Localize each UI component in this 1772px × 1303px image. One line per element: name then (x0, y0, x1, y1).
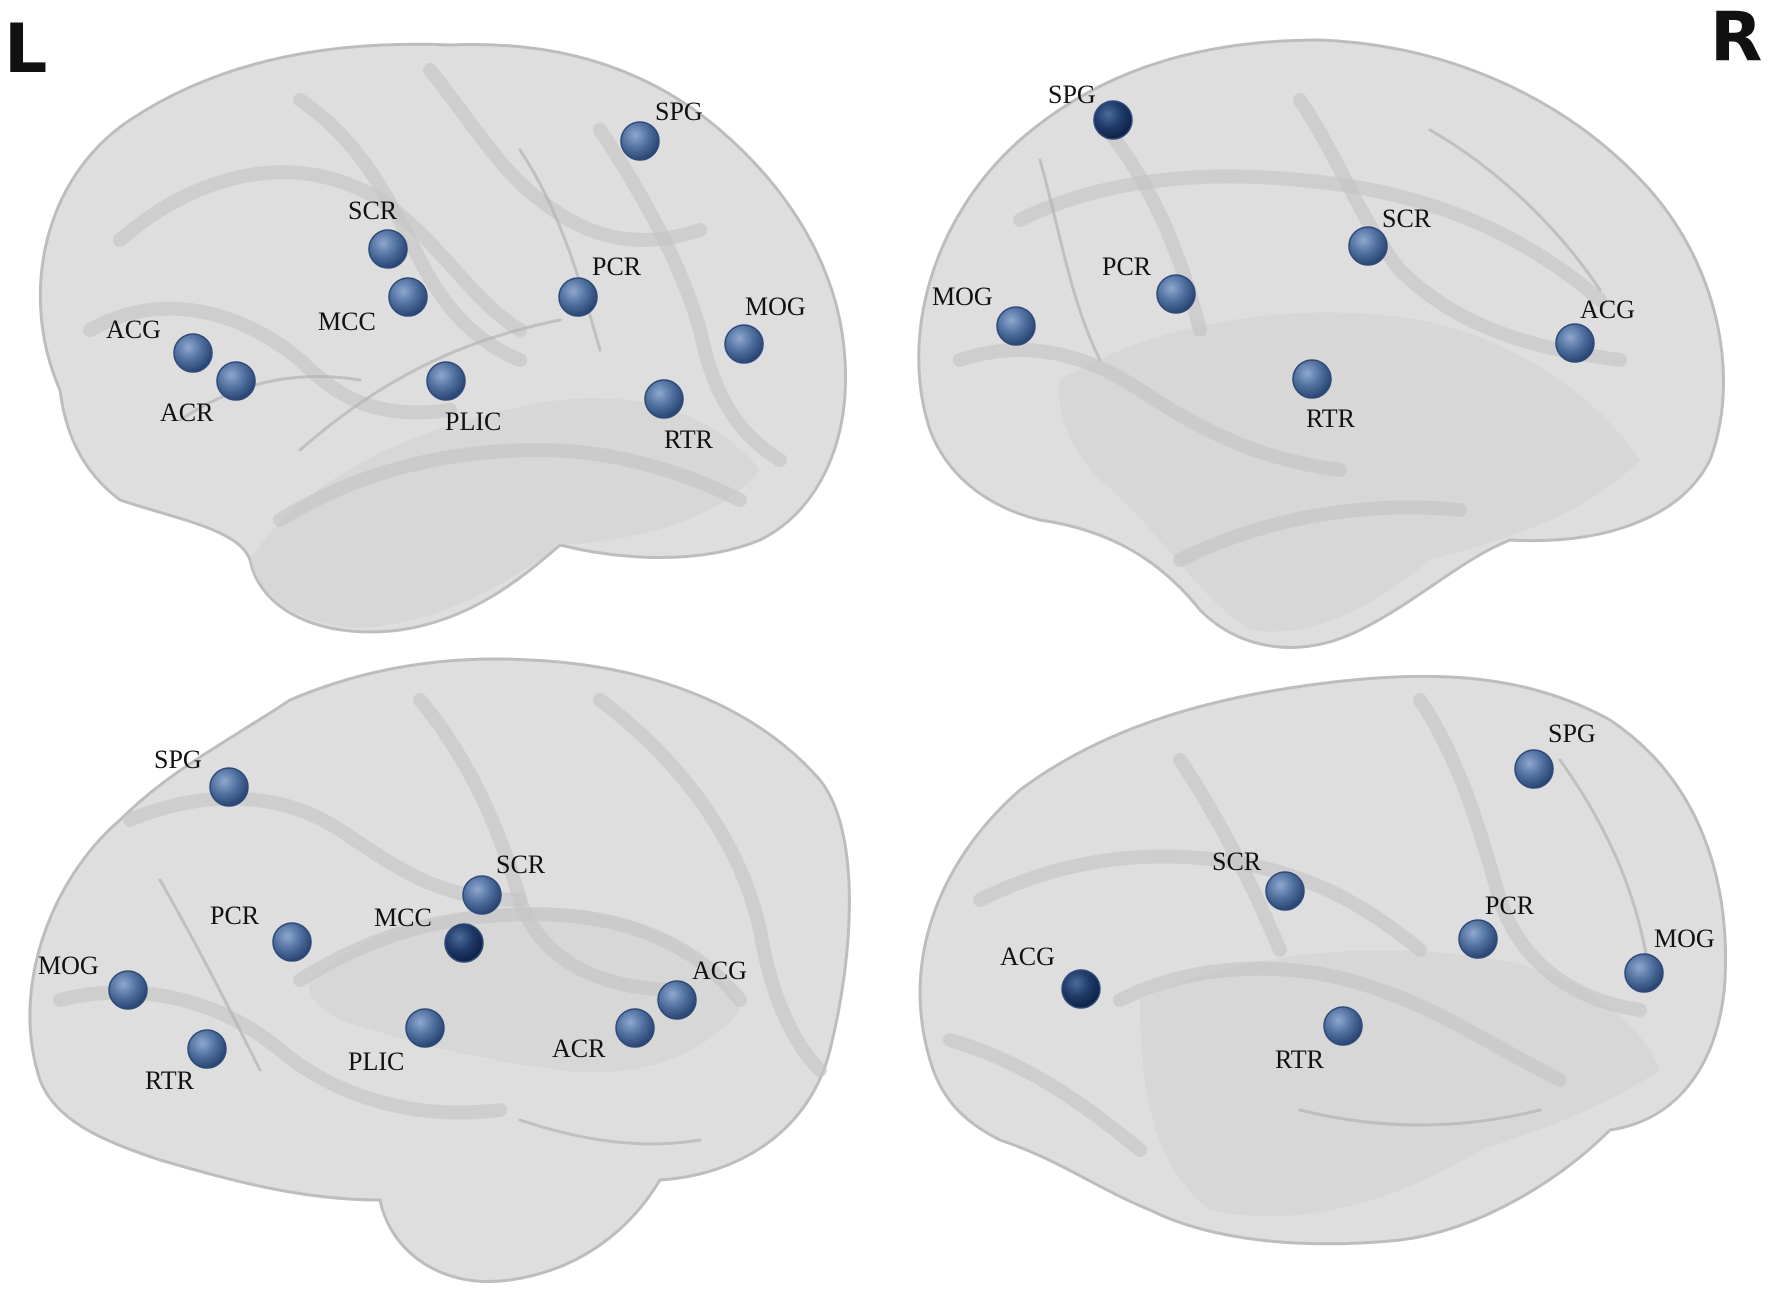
brain-view-right-lateral (918, 674, 1728, 1246)
node-label-acg: ACG (692, 956, 747, 985)
node-marker-mcc (444, 923, 484, 963)
brain-view-left-lateral (38, 42, 848, 634)
node-marker-pcr (272, 922, 312, 962)
node-marker-plic (405, 1008, 445, 1048)
node-label-mog: MOG (745, 292, 806, 321)
brain-view-right-medial (917, 38, 1725, 649)
node-label-acg: ACG (1580, 295, 1635, 324)
node-marker-rtr (187, 1029, 227, 1069)
nodes-right-medial: SPG SCR PCR MOG ACG RTR (932, 80, 1635, 433)
node-label-spg: SPG (154, 745, 202, 774)
node-marker-rtr (644, 379, 684, 419)
node-label-rtr: RTR (1306, 404, 1356, 433)
node-label-pcr: PCR (1102, 252, 1152, 281)
node-marker-scr (368, 229, 408, 269)
node-label-scr: SCR (1212, 847, 1262, 876)
nodes-right-lateral: SPG SCR PCR MOG ACG RTR (1000, 719, 1715, 1074)
node-label-acg: ACG (1000, 942, 1055, 971)
node-marker-mog (996, 306, 1036, 346)
node-marker-acg (1555, 323, 1595, 363)
node-marker-plic (426, 361, 466, 401)
node-marker-mog (724, 324, 764, 364)
node-marker-mcc (388, 277, 428, 317)
node-marker-spg (1514, 749, 1554, 789)
node-label-plic: PLIC (445, 407, 501, 436)
node-label-plic: PLIC (348, 1047, 404, 1076)
node-label-mog: MOG (932, 282, 993, 311)
right-hemisphere-label: R (1710, 0, 1762, 77)
node-layer: SPG SCR MCC PCR MOG ACG ACR PLIC RTR SPG SCR PCR MOG… (38, 80, 1715, 1095)
node-marker-pcr (1156, 274, 1196, 314)
node-marker-scr (1348, 226, 1388, 266)
node-label-acr: ACR (160, 398, 214, 427)
node-label-pcr: PCR (210, 901, 260, 930)
node-label-mog: MOG (1654, 924, 1715, 953)
node-marker-acg (173, 333, 213, 373)
node-marker-mog (1624, 953, 1664, 993)
node-label-pcr: PCR (1485, 891, 1535, 920)
node-marker-rtr (1323, 1006, 1363, 1046)
node-marker-acg (1061, 969, 1101, 1009)
node-marker-pcr (558, 277, 598, 317)
node-label-spg: SPG (1048, 80, 1096, 109)
node-marker-acg (657, 980, 697, 1020)
node-label-scr: SCR (348, 196, 398, 225)
node-marker-acr (615, 1008, 655, 1048)
node-label-scr: SCR (496, 850, 546, 879)
node-label-rtr: RTR (664, 425, 714, 454)
nodes-left-medial: SPG SCR PCR MCC MOG ACG ACR RTR PLIC (38, 745, 747, 1095)
node-marker-spg (620, 121, 660, 161)
node-marker-pcr (1458, 919, 1498, 959)
node-marker-mog (108, 970, 148, 1010)
node-label-acr: ACR (552, 1034, 606, 1063)
node-marker-spg (1093, 100, 1133, 140)
node-label-rtr: RTR (1275, 1045, 1325, 1074)
node-label-mcc: MCC (318, 307, 376, 336)
node-marker-scr (462, 875, 502, 915)
node-marker-spg (209, 767, 249, 807)
node-label-spg: SPG (655, 97, 703, 126)
node-label-mog: MOG (38, 951, 99, 980)
left-hemisphere-label: L (4, 10, 47, 89)
node-label-acg: ACG (106, 315, 161, 344)
node-marker-acr (216, 361, 256, 401)
nodes-left-lateral: SPG SCR MCC PCR MOG ACG ACR PLIC RTR (106, 97, 806, 454)
node-label-pcr: PCR (592, 252, 642, 281)
node-marker-scr (1265, 871, 1305, 911)
node-label-spg: SPG (1548, 719, 1596, 748)
node-label-scr: SCR (1382, 204, 1432, 233)
node-label-mcc: MCC (374, 903, 432, 932)
node-label-rtr: RTR (145, 1066, 195, 1095)
node-marker-rtr (1292, 359, 1332, 399)
